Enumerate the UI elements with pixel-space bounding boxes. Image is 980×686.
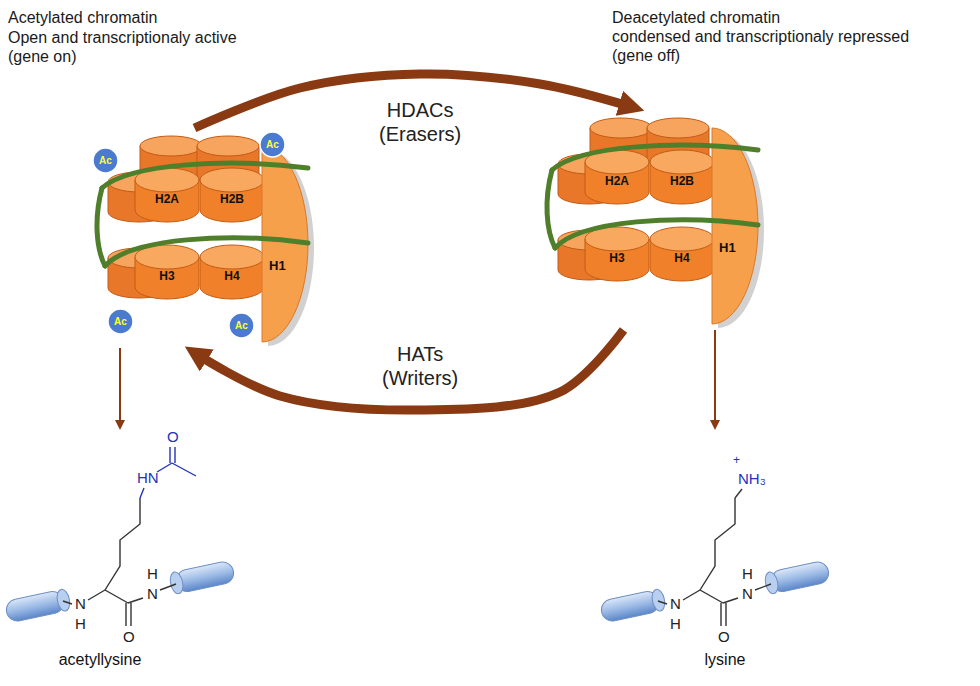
histone-top: [197, 136, 259, 156]
histone-label: H3: [609, 251, 624, 265]
histone-body: [712, 128, 758, 324]
linker-histone: H1: [712, 128, 758, 324]
histone-core: H2B: [650, 150, 714, 204]
acetyl-label: Ac: [114, 316, 127, 327]
peptide-cylinder: [4, 588, 71, 623]
histone-top: [135, 245, 199, 269]
histone-core: H4: [200, 245, 264, 299]
histone-core: H3: [135, 245, 199, 299]
peptide-backbone: [599, 498, 830, 626]
acetyl-label: Ac: [266, 139, 279, 150]
linker-histone-shape: [712, 128, 758, 324]
atom-label: N: [670, 596, 681, 612]
acetyl-group: Ac: [107, 308, 134, 335]
acetyl-circle: [229, 313, 254, 338]
atom-label: N: [742, 586, 753, 602]
atom-label: O: [718, 629, 730, 645]
enzyme-label: HDACs (Erasers): [376, 98, 464, 146]
acetyl-circle: [93, 148, 118, 173]
atom-label: N: [147, 586, 158, 602]
atom-label: H: [742, 566, 753, 582]
histone-core: H2A: [585, 150, 649, 204]
histone-core: H3: [585, 227, 649, 281]
histone-top: [140, 136, 202, 156]
histone-label: H2B: [220, 192, 244, 206]
histone-core: H2B: [200, 168, 264, 222]
pointer-arrow: [714, 330, 716, 423]
histone-top: [650, 227, 714, 251]
chromatin-text: Open and transcriptionaly active (gene o…: [8, 28, 262, 66]
atom-label: NH₃: [738, 471, 766, 487]
pointer-arrow: [119, 348, 121, 423]
histone-core: H2A: [135, 168, 199, 222]
chromatin-text: Acetylated chromatin: [8, 8, 157, 27]
atom-label: O: [167, 429, 179, 445]
histone-label: H2A: [155, 192, 179, 206]
histone-top: [585, 227, 649, 251]
linker-histone: H1: [262, 146, 308, 342]
histone-top: [200, 168, 264, 192]
chemical-structure: acetyllysine: [10, 430, 190, 675]
acetyl-group: Ac: [259, 131, 286, 158]
histone-label: H1: [719, 240, 736, 255]
atom-label: H: [75, 616, 86, 632]
dna-strand: [547, 145, 758, 248]
nucleosome: Acetylated chromatinOpen and transcripti…: [100, 128, 310, 348]
nucleosome: Deacetylated chromatincondensed and tran…: [550, 110, 760, 330]
histone-top: [135, 168, 199, 192]
dna-strand: [97, 163, 308, 266]
structure-name: lysine: [705, 650, 746, 669]
atom-label: N: [75, 596, 86, 612]
acetyl-circle: [260, 132, 285, 157]
histone-core: H4: [650, 227, 714, 281]
histone-top: [650, 150, 714, 174]
histone-top: [585, 150, 649, 174]
acetyl-group: Ac: [92, 147, 119, 174]
histone-label: H1: [269, 258, 286, 273]
atom-label: +: [733, 452, 740, 468]
chromatin-text: Deacetylated chromatin: [612, 8, 780, 27]
amine-bond: [735, 489, 742, 498]
peptide-backbone: [4, 498, 235, 626]
histone-label: H4: [224, 269, 239, 283]
histone-top: [200, 245, 264, 269]
histone-label: H3: [159, 269, 174, 283]
atom-label: O: [123, 629, 135, 645]
atom-label: H: [670, 616, 681, 632]
acetyl-group: Ac: [228, 312, 255, 339]
atom-label: HN: [137, 470, 159, 486]
histone-label: H4: [674, 251, 689, 265]
histone-label: H2A: [605, 174, 629, 188]
acetyl-label: Ac: [99, 155, 112, 166]
histone-body: [262, 146, 308, 342]
acetyl-label: Ac: [235, 320, 248, 331]
atom-label: H: [147, 566, 158, 582]
enzyme-label: HATs (Writers): [379, 342, 461, 390]
acetyl-circle: [108, 309, 133, 334]
peptide-cylinder: [168, 560, 235, 595]
bonds: [63, 498, 176, 626]
structure-name: acetyllysine: [59, 650, 142, 669]
chromatin-text: condensed and transcriptionaly repressed…: [612, 27, 923, 65]
chemical-structure-shape: [10, 430, 190, 675]
histone-label: H2B: [670, 174, 694, 188]
linker-histone-shape: [262, 146, 308, 342]
